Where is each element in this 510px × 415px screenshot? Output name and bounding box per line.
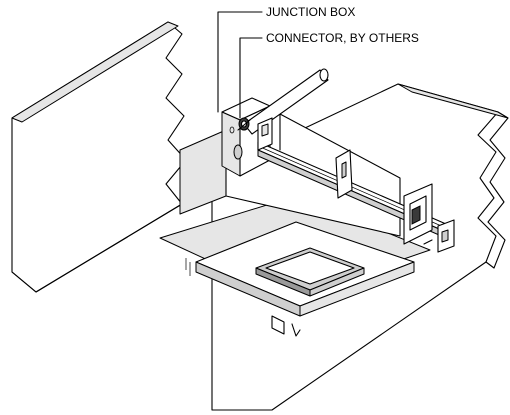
leader-junction-box xyxy=(217,11,263,113)
connector xyxy=(237,117,251,131)
mounting-clip-left xyxy=(257,117,273,151)
mounting-bracket-center xyxy=(335,149,353,199)
lens-trim xyxy=(255,247,365,297)
conduit xyxy=(243,68,329,135)
label-connector: CONNECTOR, BY OTHERS xyxy=(266,31,419,45)
lower-bracket xyxy=(271,315,301,337)
end-plate-right xyxy=(403,183,433,245)
ceiling-slab-left xyxy=(11,21,187,293)
mounting-bracket-right xyxy=(423,219,455,253)
label-junction-box: JUNCTION BOX xyxy=(266,5,355,19)
leader-connector xyxy=(239,37,263,119)
